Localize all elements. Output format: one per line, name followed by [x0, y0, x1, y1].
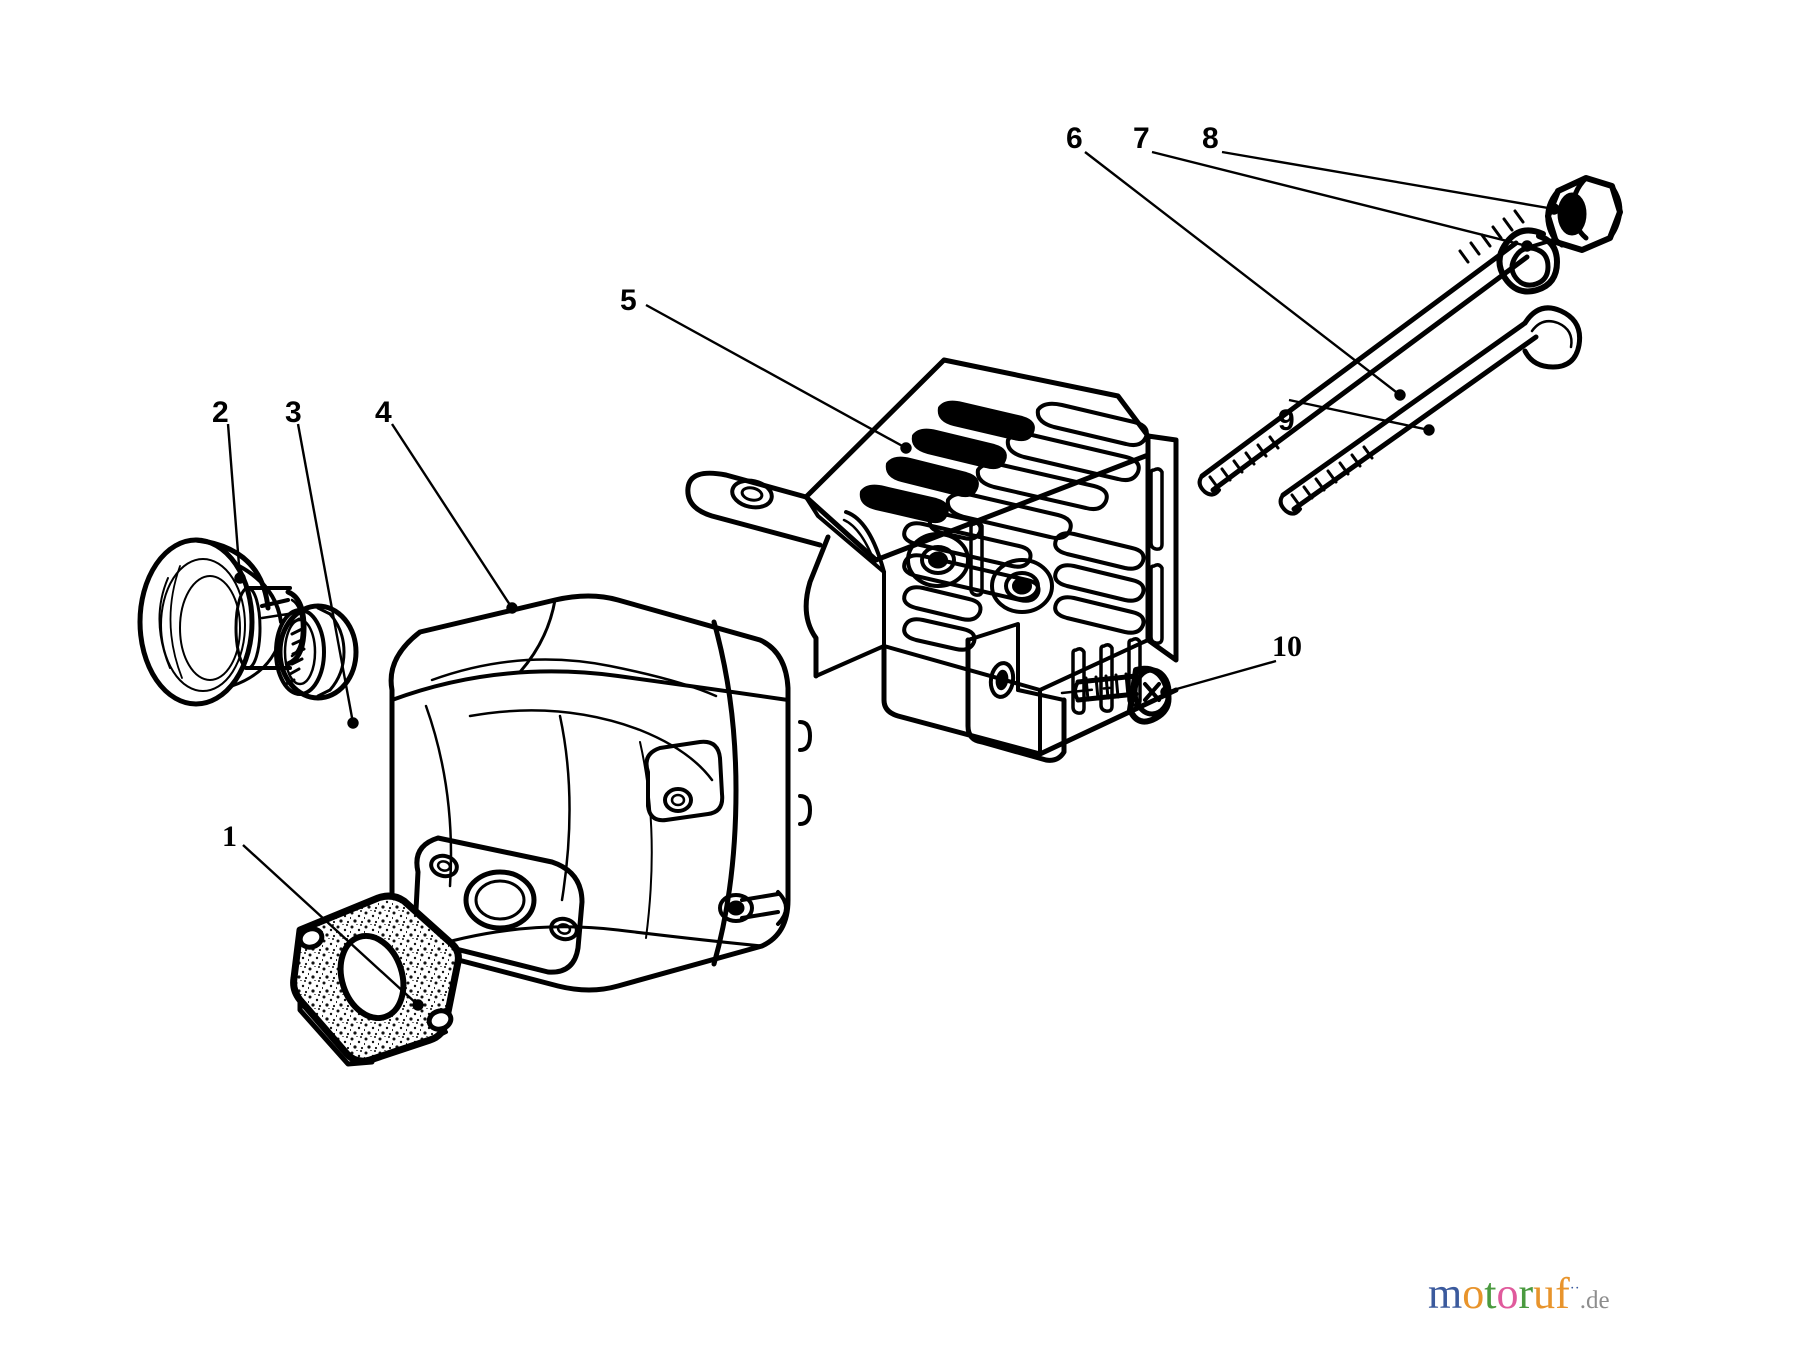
part-heat-shield-screw — [1073, 665, 1172, 725]
part-muffler-bolt — [1278, 305, 1583, 516]
callout-label-4: 4 — [375, 396, 392, 429]
part-muffler-body — [388, 593, 812, 993]
part-exhaust-gasket — [290, 892, 462, 1067]
callout-label-5: 5 — [620, 284, 637, 317]
watermark-suffix: .de — [1579, 1287, 1610, 1314]
motoruf-watermark: motoruf··.de — [1428, 1272, 1610, 1316]
watermark-letter-o2: o — [1496, 1269, 1519, 1318]
part-hex-nut — [1545, 175, 1623, 253]
watermark-letter-t: t — [1484, 1269, 1497, 1318]
part-heat-shield — [685, 357, 1179, 763]
muffler-mount-stud — [718, 890, 788, 926]
part-muffler-stud-long — [1197, 209, 1530, 497]
watermark-dots: ·· — [1569, 1280, 1580, 1297]
callout-label-2: 2 — [212, 396, 229, 429]
callout-label-3: 3 — [285, 396, 302, 429]
part-exhaust-deflector — [137, 537, 307, 707]
watermark-letter-u: u — [1533, 1269, 1556, 1318]
watermark-letter-r: r — [1518, 1269, 1534, 1318]
callout-leader-lines — [226, 150, 1560, 1011]
callout-label-7: 7 — [1133, 122, 1150, 155]
muffler-outlet-boss — [413, 835, 585, 975]
watermark-letter-o1: o — [1462, 1269, 1485, 1318]
callout-label-6: 6 — [1066, 122, 1083, 155]
callout-label-10: 10 — [1272, 630, 1302, 663]
part-deflector-clamp-ring — [274, 603, 359, 701]
part-lock-washer — [1496, 227, 1560, 295]
callout-label-9: 9 — [1278, 404, 1295, 437]
watermark-letter-f: f — [1555, 1269, 1570, 1318]
muffler-inlet-plate — [644, 739, 725, 823]
callout-label-1: 1 — [222, 820, 237, 853]
callout-label-8: 8 — [1202, 122, 1219, 155]
watermark-letter-m: m — [1428, 1269, 1463, 1318]
